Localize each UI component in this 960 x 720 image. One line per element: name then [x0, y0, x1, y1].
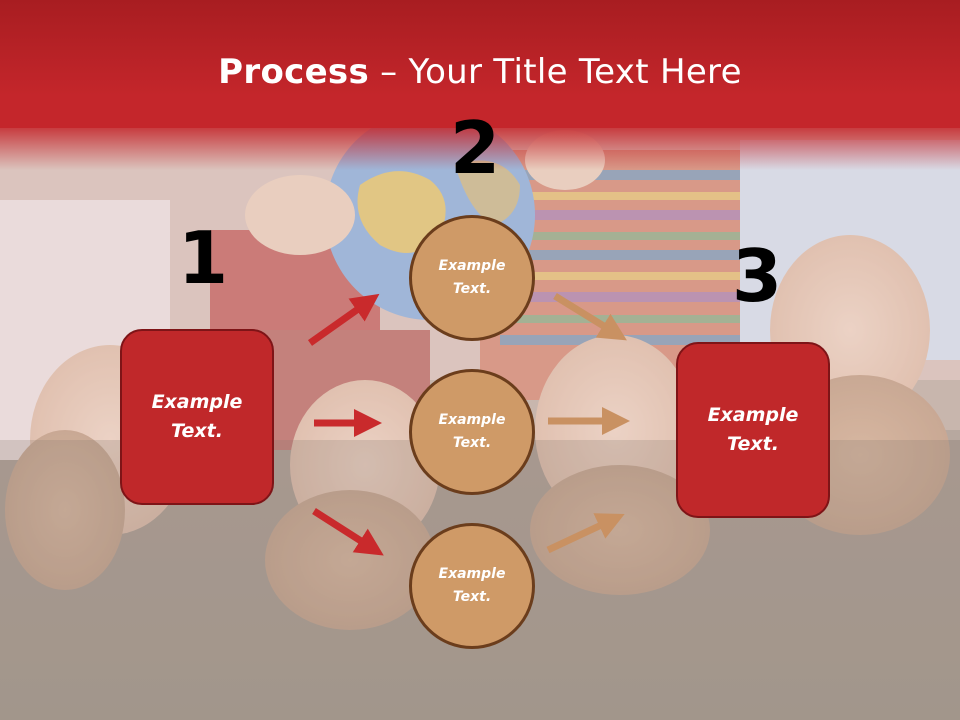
red-arrow-up: [307, 293, 380, 346]
step-number-3: 3: [732, 234, 783, 318]
step-2-circle-middle: Example Text.: [409, 369, 535, 495]
tan-arrow-down: [553, 293, 627, 341]
red-arrow-down: [312, 508, 384, 556]
step-3-box: Example Text.: [676, 342, 830, 518]
tan-arrow-up: [546, 513, 625, 554]
step-number-2: 2: [450, 106, 501, 190]
step-1-box: Example Text.: [120, 329, 274, 505]
title-bold: Process: [218, 52, 370, 92]
step-2-circle-top: Example Text.: [409, 215, 535, 341]
slide-title: Process – Your Title Text Here: [0, 52, 960, 92]
step-number-1: 1: [178, 216, 229, 300]
title-rest: – Your Title Text Here: [369, 52, 742, 92]
step-2-circle-bottom: Example Text.: [409, 523, 535, 649]
